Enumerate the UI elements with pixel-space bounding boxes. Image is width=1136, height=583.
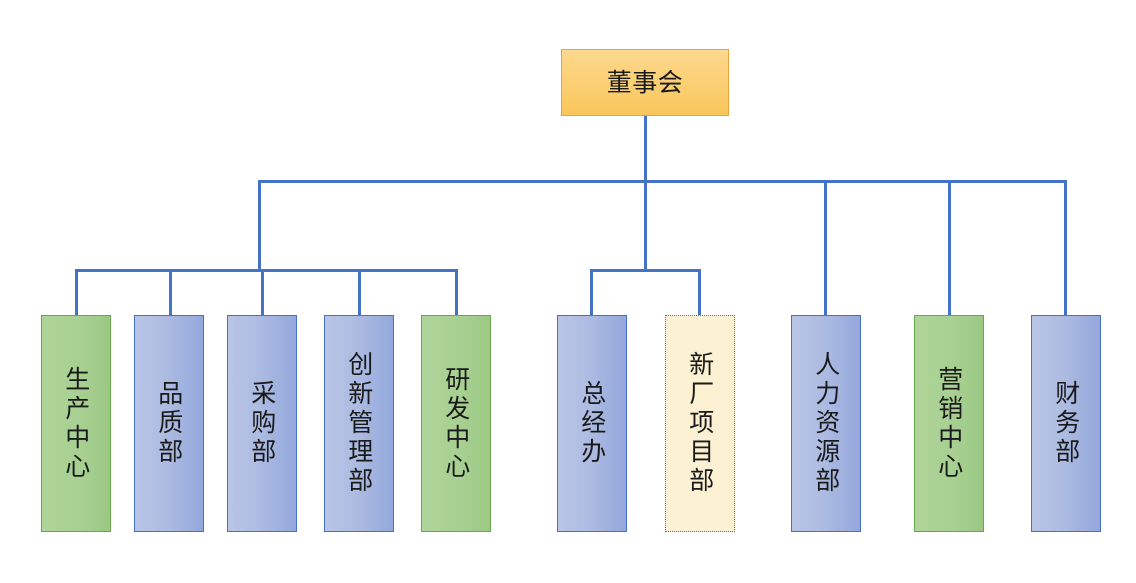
node-marketing-center[interactable]: 营销中心 [914, 315, 984, 532]
node-label-finance-department: 财务部 [1051, 380, 1081, 467]
node-purchasing-department[interactable]: 采购部 [227, 315, 297, 532]
node-label-general-manager-office: 总经办 [577, 380, 607, 467]
connector-drop-operations [258, 180, 261, 272]
node-production-center[interactable]: 生产中心 [41, 315, 111, 532]
node-finance-department[interactable]: 财务部 [1031, 315, 1101, 532]
connector-stem-gm-office [590, 269, 593, 315]
node-rnd-center[interactable]: 研发中心 [421, 315, 491, 532]
connector-management-bus [590, 269, 701, 272]
connector-stem-production [75, 269, 78, 315]
node-quality-department[interactable]: 品质部 [134, 315, 204, 532]
connector-drop-finance [1064, 180, 1067, 315]
node-label-rnd-center: 研发中心 [441, 365, 471, 482]
connector-root-stem [644, 116, 647, 182]
node-label-human-resources-department: 人力资源部 [811, 351, 841, 496]
connector-drop-marketing [948, 180, 951, 315]
connector-stem-innovation [358, 269, 361, 315]
connector-stem-purchasing [261, 269, 264, 315]
node-label-production-center: 生产中心 [61, 365, 91, 482]
node-label-marketing-center: 营销中心 [934, 365, 964, 482]
node-label-quality-department: 品质部 [154, 380, 184, 467]
node-human-resources-department[interactable]: 人力资源部 [791, 315, 861, 532]
connector-drop-management [644, 180, 647, 272]
connector-drop-hr [824, 180, 827, 315]
node-board-of-directors[interactable]: 董事会 [561, 49, 729, 116]
node-label-innovation-management-department: 创新管理部 [344, 351, 374, 496]
node-general-manager-office[interactable]: 总经办 [557, 315, 627, 532]
node-new-plant-project-department[interactable]: 新厂项目部 [665, 315, 735, 532]
node-label-board-of-directors: 董事会 [606, 67, 684, 97]
connector-stem-quality [169, 269, 172, 315]
node-innovation-management-department[interactable]: 创新管理部 [324, 315, 394, 532]
connector-operations-bus [75, 269, 458, 272]
connector-stem-rnd [455, 269, 458, 315]
node-label-purchasing-department: 采购部 [247, 380, 277, 467]
connector-main-bus [258, 180, 1067, 183]
node-label-new-plant-project-department: 新厂项目部 [685, 351, 715, 496]
connector-stem-new-plant [698, 269, 701, 315]
